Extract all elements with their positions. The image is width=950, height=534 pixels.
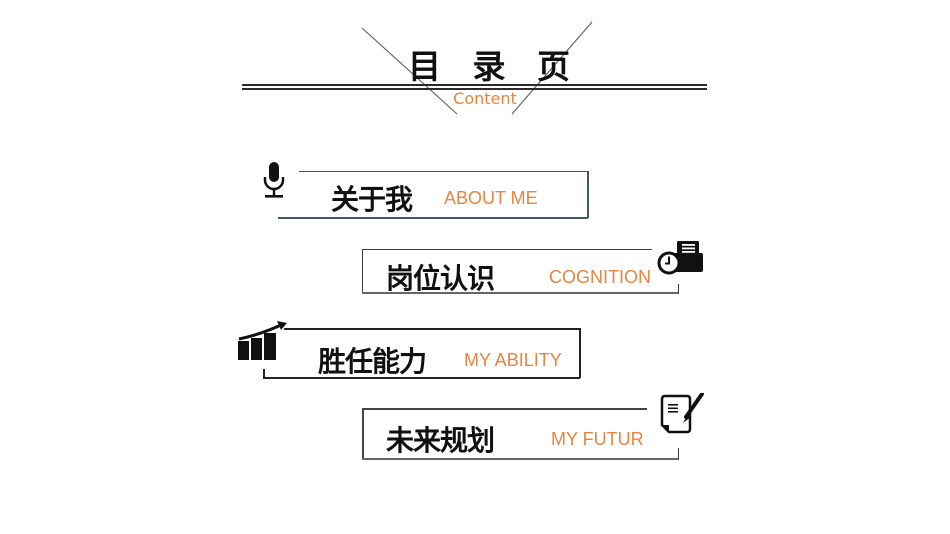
item-title-cn: 胜任能力 — [318, 345, 427, 378]
box-border-top — [299, 171, 588, 172]
header-rule-top — [242, 84, 707, 86]
camera-clock-icon — [657, 240, 705, 278]
item-title-cn: 关于我 — [331, 183, 413, 216]
item-title-en: ABOUT ME — [444, 188, 538, 208]
box-border-left — [362, 408, 364, 459]
item-title-en: COGNITION — [549, 267, 651, 287]
microphone-icon — [262, 161, 286, 201]
box-border-bottom — [362, 292, 679, 294]
growth-chart-icon — [237, 321, 287, 363]
box-border-right — [678, 448, 679, 459]
box-border-right — [579, 328, 581, 378]
box-border-right — [678, 284, 679, 293]
item-title-cn: 岗位认识 — [386, 262, 495, 295]
page-title: 目 录 页 — [408, 47, 580, 86]
box-border-top — [362, 408, 647, 410]
box-border-bottom — [278, 217, 588, 219]
item-title-en: MY FUTUR — [551, 429, 644, 449]
item-title-cn: 未来规划 — [386, 424, 495, 457]
box-border-bottom — [263, 377, 580, 379]
box-border-bottom — [362, 458, 679, 460]
document-pen-icon — [658, 393, 706, 437]
box-border-right — [587, 171, 589, 218]
box-border-top — [362, 249, 652, 250]
box-border-top — [284, 328, 580, 330]
header-rule-bottom — [242, 88, 707, 90]
item-title-en: MY ABILITY — [464, 350, 562, 370]
box-border-left — [263, 369, 265, 378]
page-subtitle: Content — [453, 89, 517, 108]
box-border-left — [362, 249, 363, 292]
